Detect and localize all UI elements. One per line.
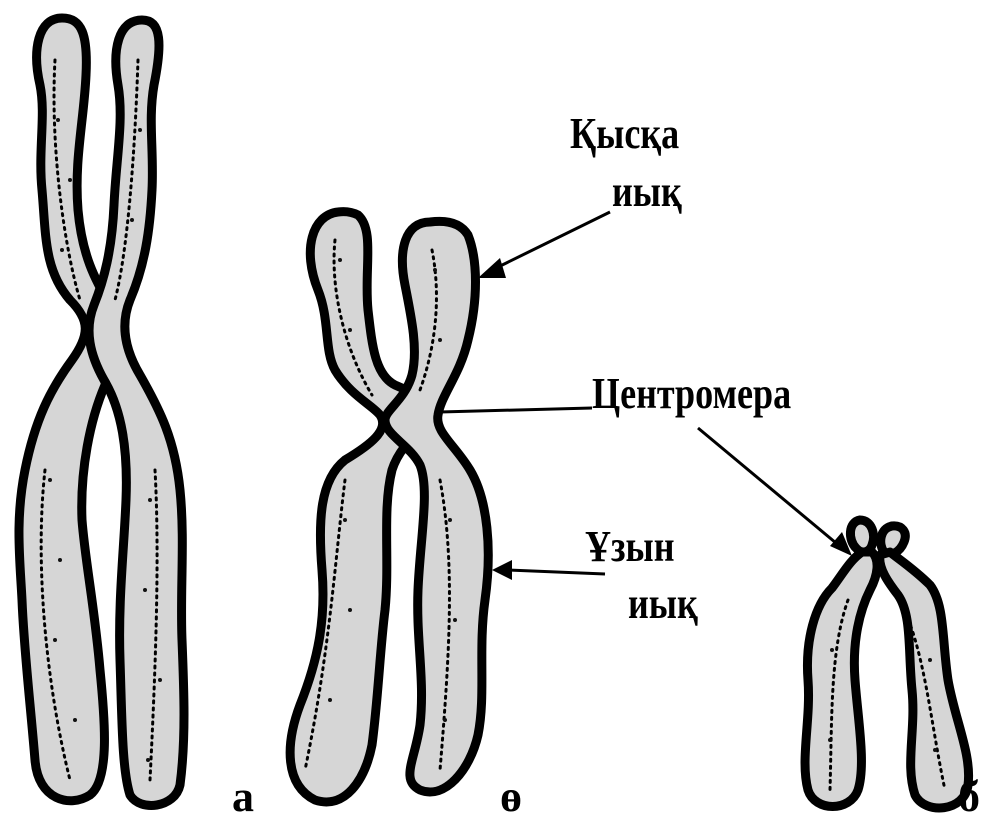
label-centromere: Центромера (592, 372, 791, 416)
chromosome-o (290, 212, 488, 802)
label-long-arm-line1: Ұзын (585, 525, 675, 569)
label-letter-a: а (232, 775, 254, 819)
label-short-arm-line2: иық (612, 170, 682, 214)
label-letter-b: б (958, 775, 980, 819)
pointer-centromere (440, 408, 592, 412)
chromosome-a-left-chromatid (19, 18, 115, 801)
chromosome-b-satellite-left (850, 520, 873, 552)
pointer-short-arm (478, 212, 610, 278)
pointer-centromere-b (698, 428, 852, 556)
chromosome-a (19, 18, 184, 805)
label-long-arm-line2: иық (628, 582, 698, 626)
label-letter-o: ө (500, 775, 522, 819)
label-short-arm-line1: Қысқа (570, 112, 679, 156)
chromosome-b-left-chromatid (805, 552, 877, 807)
chromosome-b (805, 520, 969, 808)
